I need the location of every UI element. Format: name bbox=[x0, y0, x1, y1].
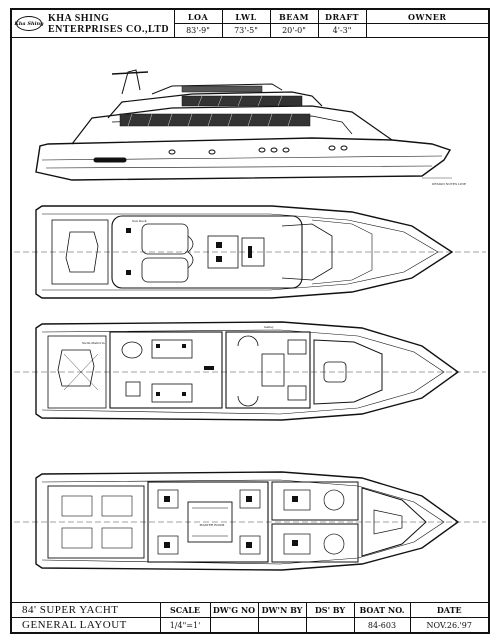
boat-no-label: BOAT NO. bbox=[353, 602, 411, 618]
main-deck-plan bbox=[14, 321, 486, 421]
owner-value bbox=[365, 23, 488, 38]
drawing-title-line1: 84' SUPER YACHT bbox=[12, 602, 161, 618]
drawing-title-line2: GENERAL LAYOUT bbox=[12, 617, 161, 632]
company-name-line2: ENTERPRISES CO.,LTD bbox=[48, 23, 170, 35]
profile-note-text: DESIGN NOTES LINE bbox=[432, 182, 466, 186]
company-name-line1: KHA SHING bbox=[48, 12, 110, 24]
upper-deck-plan bbox=[14, 205, 486, 299]
lower-deck-master-label: MASTER ROOM bbox=[200, 523, 225, 527]
drawn-by-value bbox=[257, 617, 307, 632]
scale-label: SCALE bbox=[159, 602, 211, 618]
scale-value: 1/4"=1' bbox=[159, 617, 211, 632]
profile-view bbox=[35, 69, 452, 181]
main-deck-aft-label: Swim Platform bbox=[82, 341, 105, 345]
title-block-footer: 84' SUPER YACHT SCALE DW'G NO DW'N BY DS… bbox=[12, 602, 488, 632]
drawn-by-label: DW'N BY bbox=[257, 602, 307, 618]
beam-value: 20'-0" bbox=[269, 23, 319, 38]
company-logo-icon: Kha Shing bbox=[14, 16, 44, 31]
yacht-drawing: DESIGN NOTES LINE bbox=[14, 69, 486, 571]
title-block-header: Kha Shing KHA SHING ENTERPRISES CO.,LTD … bbox=[12, 10, 488, 38]
upper-deck-label: Sun Deck bbox=[132, 219, 147, 223]
drawing-sheet: Kha Shing KHA SHING ENTERPRISES CO.,LTD … bbox=[10, 8, 490, 634]
company-block: Kha Shing KHA SHING ENTERPRISES CO.,LTD bbox=[12, 10, 175, 38]
designed-by-label: DS' BY bbox=[305, 602, 355, 618]
designed-by-value bbox=[305, 617, 355, 632]
main-deck-fwd-label: Galley bbox=[264, 325, 274, 329]
boat-no-value: 84-603 bbox=[353, 617, 411, 632]
dwg-no-value bbox=[209, 617, 259, 632]
dwg-no-label: DW'G NO bbox=[209, 602, 259, 618]
date-value: NOV.26.'97 bbox=[409, 617, 488, 632]
date-label: DATE bbox=[409, 602, 488, 618]
lower-deck-plan bbox=[14, 471, 486, 571]
